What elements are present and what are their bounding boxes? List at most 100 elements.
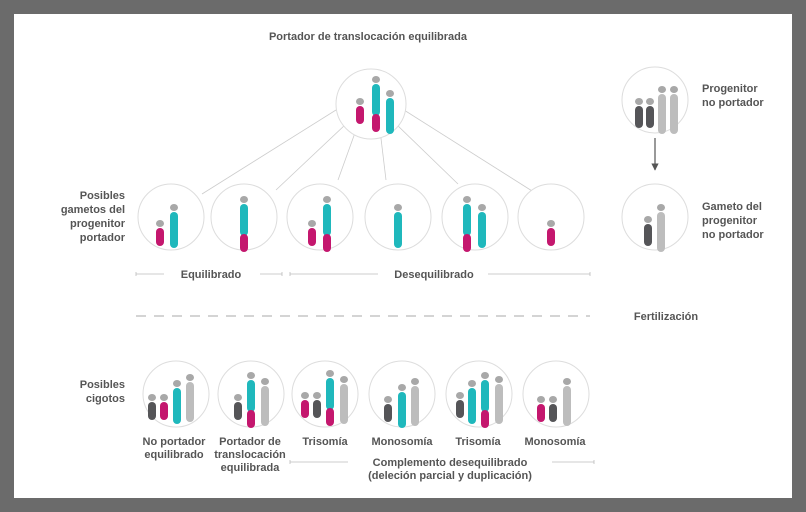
carrier-chr-b-centromere: [372, 76, 380, 83]
zygote3-chr-c-centromere: [326, 370, 334, 377]
parent-gamete-label-line-2: progenitor: [702, 215, 758, 227]
gamete2-chr-a-centromere: [240, 196, 248, 203]
zygote5-chr-a-segment-1: [456, 400, 464, 418]
parent-label-line-2: no portador: [702, 97, 764, 109]
zygote1-chr-b-centromere: [160, 394, 168, 401]
gamete7-chr-a-centromere: [547, 220, 555, 227]
parent-gamete-label-line-3: no portador: [702, 229, 764, 241]
outcome-c: Trisomía: [302, 436, 348, 448]
parent-gamete-cell: [621, 183, 689, 251]
parent-chr-c-segment-1: [658, 94, 666, 134]
zygote2-chr-b-centromere: [247, 372, 255, 379]
zygote5-chr-c-segment-1: [481, 380, 489, 412]
zygotes-label-line-2: cigotos: [86, 393, 125, 405]
parent-chr-d-centromere: [670, 86, 678, 93]
zygotes-label-line-1: Posibles: [80, 379, 125, 391]
zygote3-chr-c-segment-1: [326, 378, 334, 410]
parent-label-line-1: Progenitor: [702, 83, 758, 95]
diagram-title: Portador de translocación equilibrada: [269, 31, 468, 43]
zygote4-chr-a-segment-1: [384, 404, 392, 422]
parent-gamete-chr-a-centromere: [644, 216, 652, 223]
zygote2-chr-b-segment-2: [247, 410, 255, 428]
gamete4-chr-a-segment-2: [323, 234, 331, 252]
zygote3-chr-c-segment-2: [326, 408, 334, 426]
gamete4-chr-a-segment-1: [323, 204, 331, 236]
gamete7-chr-a-segment-1: [547, 228, 555, 246]
zygote4-chr-c-segment-1: [411, 386, 419, 426]
parent-cell: [621, 66, 689, 134]
fertilization-label: Fertilización: [634, 311, 698, 323]
zygote5-chr-c-centromere: [481, 372, 489, 379]
zygote6-chr-c-segment-1: [563, 386, 571, 426]
zygote4-chr-a-centromere: [384, 396, 392, 403]
gamete-cell-6: [517, 183, 585, 251]
unbalanced-label: Desequilibrado: [394, 269, 474, 281]
outcome-a-line-1: No portador: [143, 436, 207, 448]
zygote1-chr-d-centromere: [186, 374, 194, 381]
zygote3-chr-d-segment-1: [340, 384, 348, 424]
parent-gamete-chr-b-segment-1: [657, 212, 665, 252]
zygote2-chr-a-segment-1: [234, 402, 242, 420]
zygote3-chr-a-segment-1: [301, 400, 309, 418]
parent-chr-c-centromere: [658, 86, 666, 93]
diagram-panel: Portador de translocación equilibrada Pr…: [14, 14, 792, 498]
carrier-chr-a-centromere: [356, 98, 364, 105]
zygote5-chr-b-centromere: [468, 380, 476, 387]
complement-label-line-2: (deleción parcial y duplicación): [368, 470, 532, 482]
zygote2-chr-c-centromere: [261, 378, 269, 385]
zygote4-chr-c-centromere: [411, 378, 419, 385]
parent-chr-b-segment-1: [646, 106, 654, 128]
outcome-e: Trisomía: [455, 436, 501, 448]
zygote5-chr-c-segment-2: [481, 410, 489, 428]
gamete3-chr-a-centromere: [308, 220, 316, 227]
carrier-cell: [335, 68, 407, 140]
group-brackets: [135, 272, 591, 276]
gamete1-chr-a-segment-1: [156, 228, 164, 246]
zygote6-chr-b-segment-1: [549, 404, 557, 422]
zygote1-chr-a-centromere: [148, 394, 156, 401]
parent-chr-a-centromere: [635, 98, 643, 105]
outcome-d: Monosomía: [371, 436, 433, 448]
gamete2-chr-a-segment-1: [240, 204, 248, 236]
zygote5-chr-a-centromere: [456, 392, 464, 399]
zygote6-chr-a-centromere: [537, 396, 545, 403]
gamete2-chr-a-segment-2: [240, 234, 248, 252]
complement-bracket: [289, 460, 595, 464]
parent-chr-d-segment-1: [670, 94, 678, 134]
gametes-label-line-4: portador: [80, 232, 126, 244]
gamete6-chr-b-centromere: [478, 204, 486, 211]
gamete5-chr-a-centromere: [394, 204, 402, 211]
zygote4-chr-b-centromere: [398, 384, 406, 391]
outcome-a-line-2: equilibrado: [144, 449, 204, 461]
complement-label-line-1: Complemento desequilibrado: [373, 457, 528, 469]
carrier-chr-a-segment-1: [356, 106, 364, 124]
gamete5-chr-a-segment-1: [394, 212, 402, 248]
zygote1-chr-d-segment-1: [186, 382, 194, 422]
zygote3-chr-a-centromere: [301, 392, 309, 399]
zygote3-chr-b-segment-1: [313, 400, 321, 418]
outcome-f: Monosomía: [524, 436, 586, 448]
gamete1-chr-b-centromere: [170, 204, 178, 211]
balanced-label: Equilibrado: [181, 269, 242, 281]
gamete-cell-3: [286, 183, 354, 251]
gamete1-chr-a-centromere: [156, 220, 164, 227]
gametes-label-line-2: gametos del: [61, 204, 125, 216]
translocation-diagram: Portador de translocación equilibrada Pr…: [61, 31, 765, 482]
gamete1-chr-b-segment-1: [170, 212, 178, 248]
chromosomes: [148, 76, 678, 428]
gametes-label-line-3: progenitor: [70, 218, 126, 230]
zygote5-chr-b-segment-1: [468, 388, 476, 424]
parent-chr-b-centromere: [646, 98, 654, 105]
zygote4-chr-b-segment-1: [398, 392, 406, 428]
carrier-chr-c-segment-1: [386, 98, 394, 134]
zygote1-chr-b-segment-1: [160, 402, 168, 420]
parent-gamete-label-line-1: Gameto del: [702, 201, 762, 213]
carrier-chr-b-segment-2: [372, 114, 380, 132]
zygote1-chr-a-segment-1: [148, 402, 156, 420]
gametes-label-line-1: Posibles: [80, 190, 125, 202]
gamete3-chr-a-segment-1: [308, 228, 316, 246]
parent-gamete-chr-a-segment-1: [644, 224, 652, 246]
zygote2-chr-a-centromere: [234, 394, 242, 401]
gamete-cell-5: [441, 183, 509, 251]
gamete4-chr-a-centromere: [323, 196, 331, 203]
